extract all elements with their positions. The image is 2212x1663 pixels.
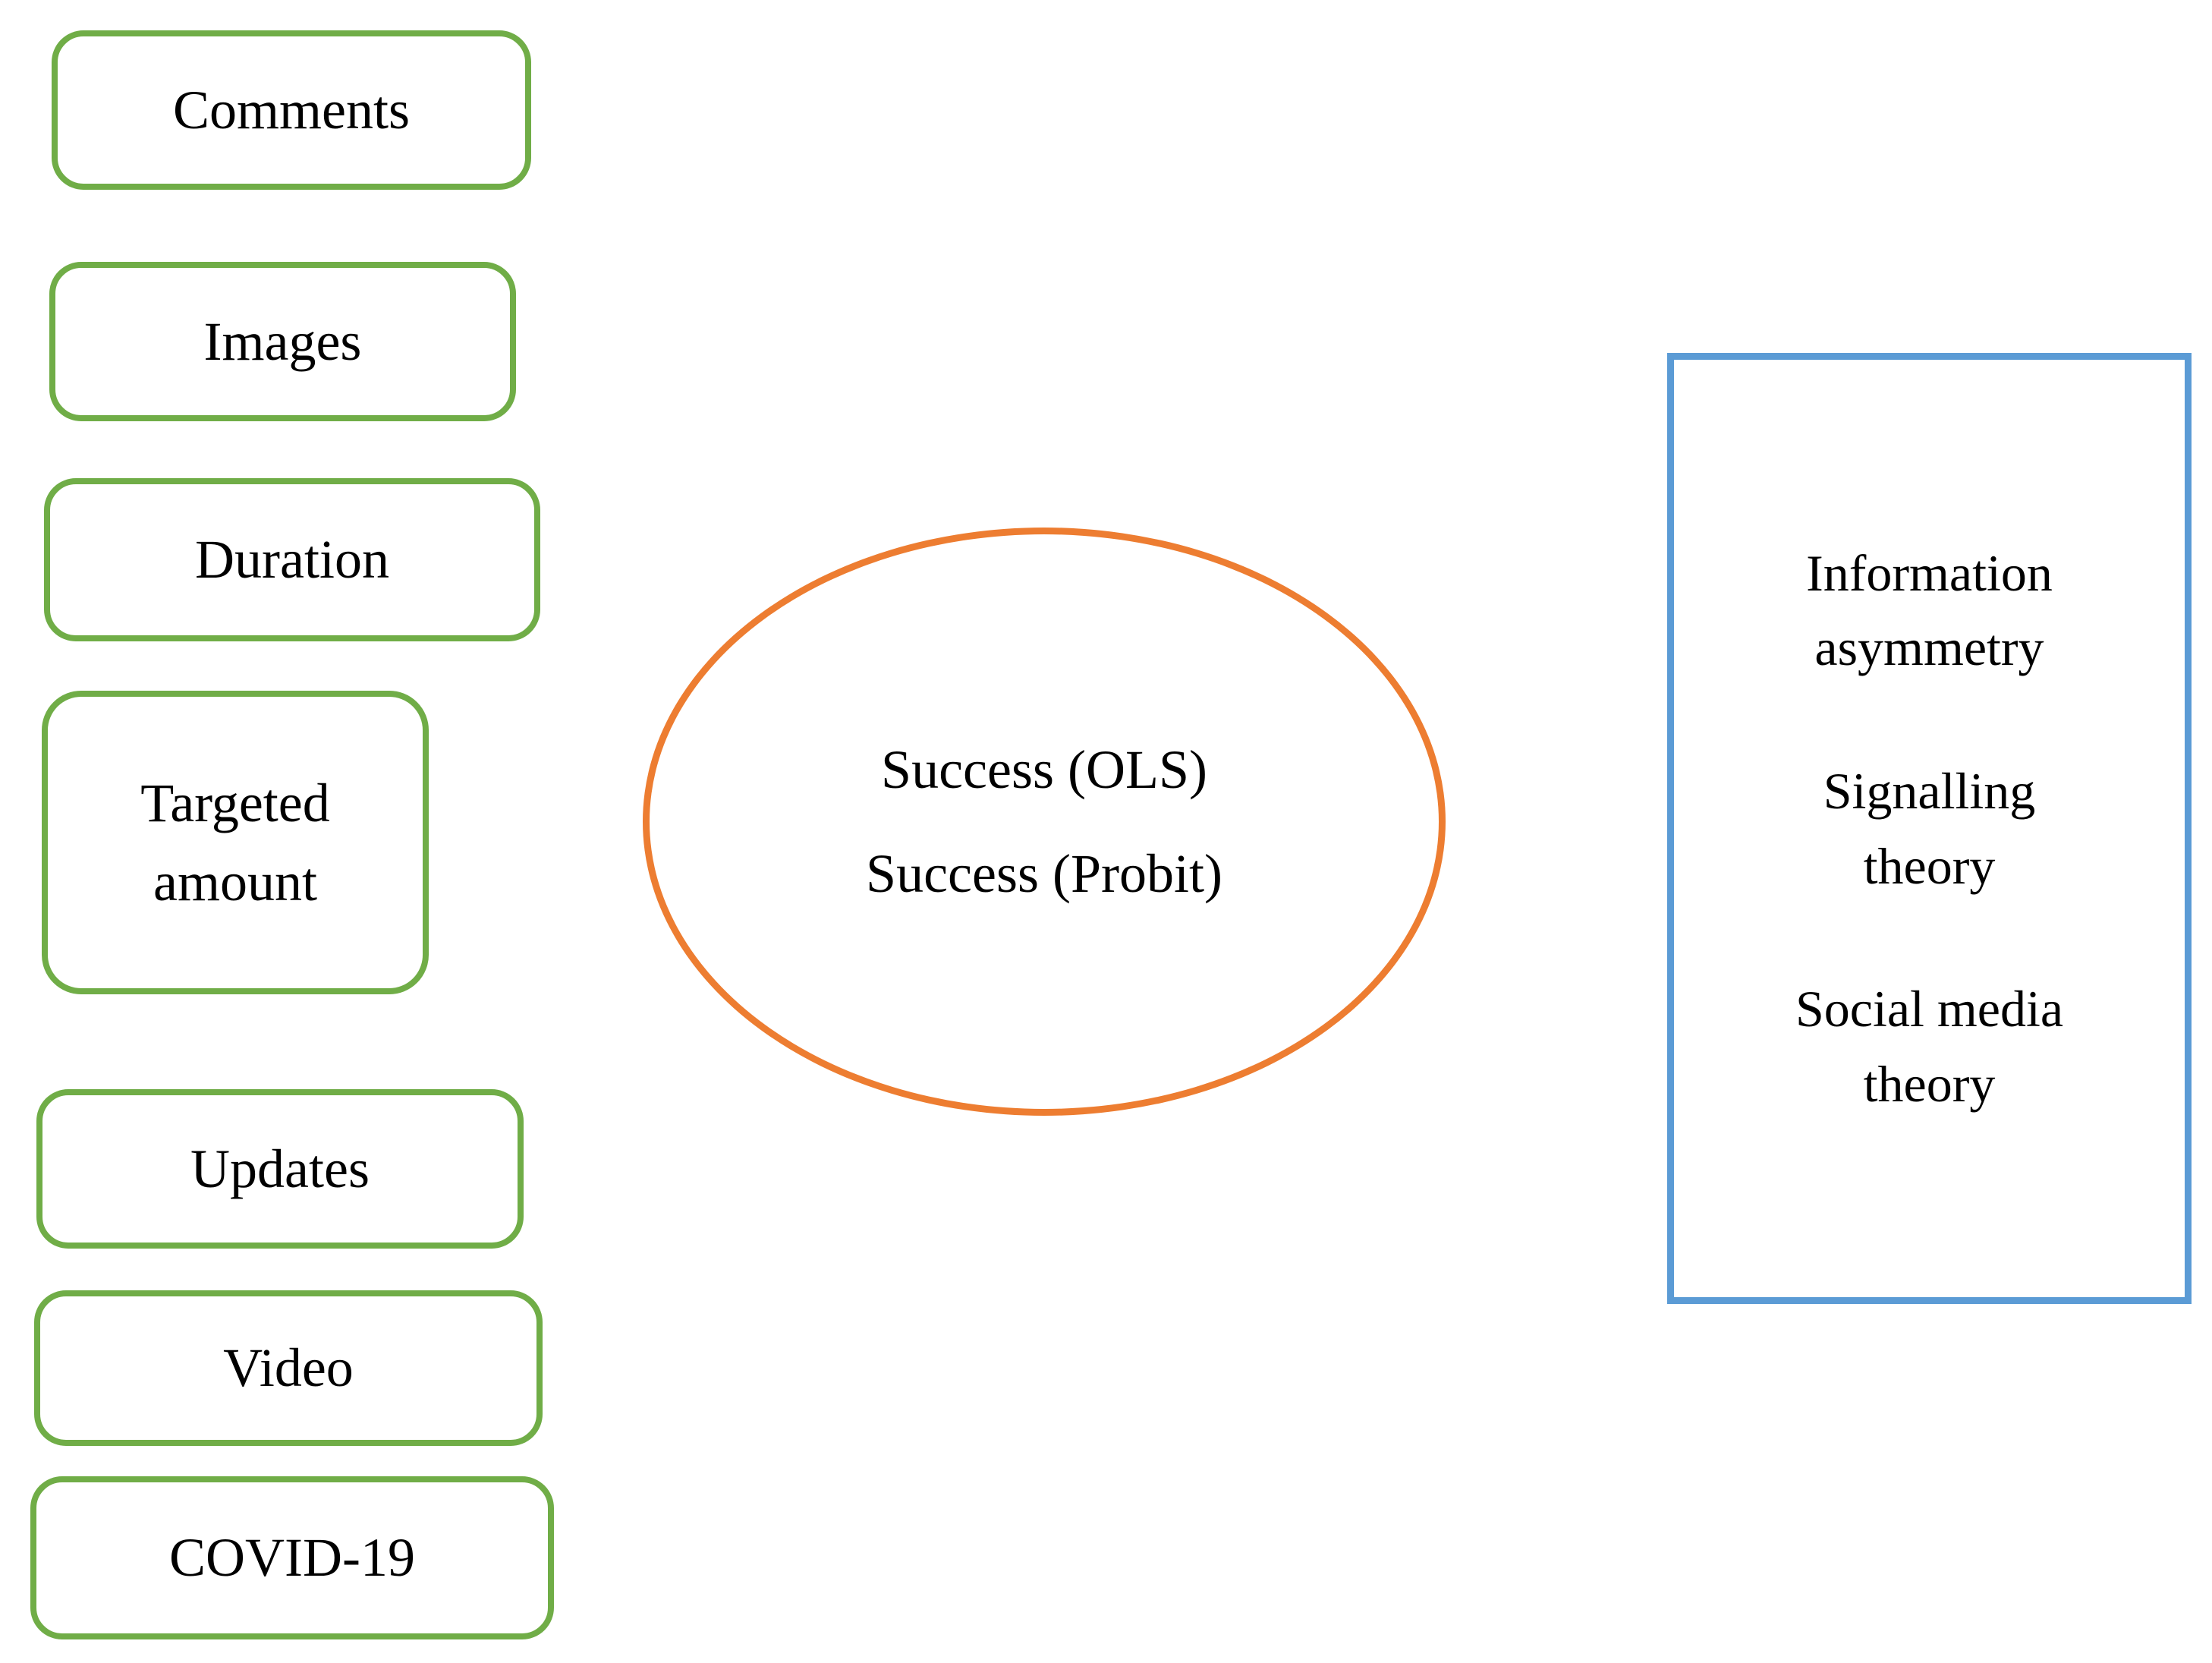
variable-box-comments[interactable]: Comments — [52, 30, 531, 190]
theory-item-information-asymmetry: Information asymmetry — [1806, 543, 2053, 677]
variable-label-video: Video — [223, 1337, 354, 1399]
variable-label-images: Images — [203, 310, 362, 372]
theory-item-signalling-theory: Signalling theory — [1823, 761, 2036, 895]
outcome-line-ols: Success (OLS) — [881, 739, 1207, 800]
variable-label-covid-19: COVID-19 — [169, 1527, 415, 1589]
variable-box-video[interactable]: Video — [34, 1290, 543, 1446]
variable-box-images[interactable]: Images — [49, 262, 516, 421]
outcome-ellipse[interactable]: Success (OLS) Success (Probit) — [643, 528, 1446, 1116]
variable-box-covid-19[interactable]: COVID-19 — [30, 1476, 554, 1639]
theory-item-social-media-theory: Social media theory — [1795, 980, 2064, 1113]
variable-label-duration: Duration — [195, 529, 389, 591]
variable-label-updates: Updates — [190, 1138, 370, 1199]
outcome-line-probit: Success (Probit) — [866, 843, 1222, 904]
variable-box-duration[interactable]: Duration — [44, 478, 540, 641]
variable-label-targeted-amount: Targeted amount — [140, 772, 330, 912]
variable-box-targeted-amount[interactable]: Targeted amount — [42, 691, 429, 994]
theory-panel[interactable]: Information asymmetry Signalling theory … — [1667, 353, 2192, 1304]
variable-label-comments: Comments — [172, 79, 410, 140]
variable-box-updates[interactable]: Updates — [36, 1089, 524, 1249]
